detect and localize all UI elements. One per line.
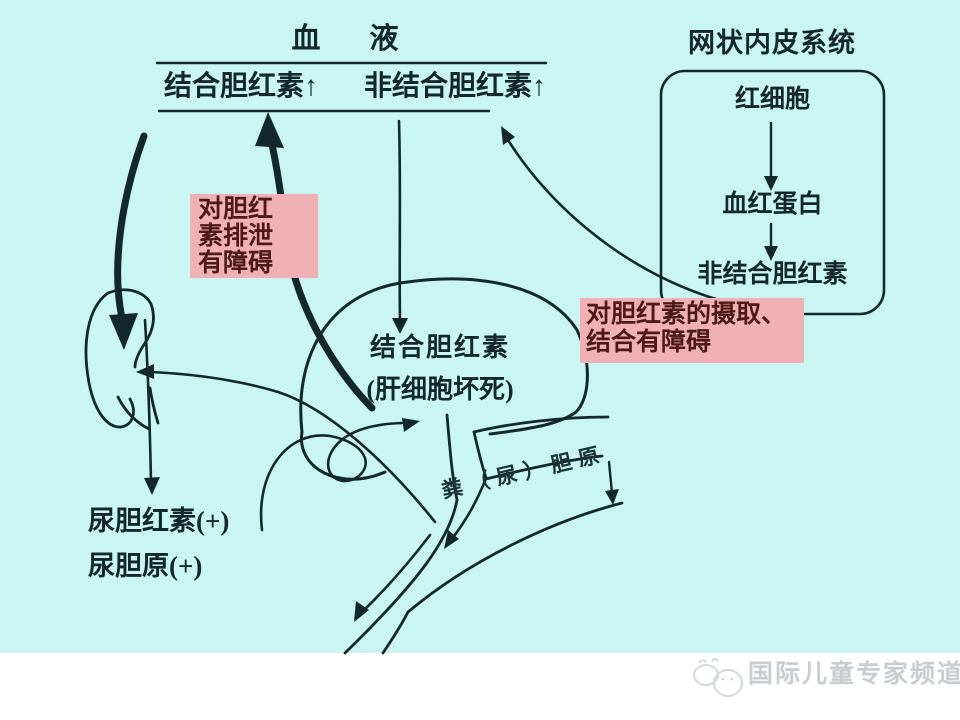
arrow-blood-to-kidney-thick [114,132,148,322]
arrow-urobilinogen-to-kidney [150,370,437,524]
arrowhead-duct-flow-2 [354,601,369,622]
liver-hepatocyte-necrosis-label: (肝细胞坏死) [366,375,514,404]
urine-urobilinogen-label: 尿胆原(+) [88,551,203,581]
urine-bilirubin-label: 尿胆红素(+) [88,506,230,536]
arrowhead-blood-to-liver [392,318,408,334]
res-item-rbc: 红细胞 [734,86,810,113]
res-item-unconjugated-bilirubin: 非结合胆红素 [697,261,848,288]
intestine-inner-wall [484,454,604,481]
arrow-enterohepatic-to-liver [259,421,404,532]
arrowhead-kidney-to-urine [144,477,160,495]
arrow-kidney-to-urine [143,318,153,484]
blood-title: 血 液 [291,23,409,55]
res-system-title: 网状内皮系统 [688,28,856,58]
kidney-ureter-line-2 [148,386,160,425]
uptake-obstacle-line-1: 对胆红素的摄取、 [586,301,787,328]
arrow-duct-flow-2 [360,533,432,614]
watermark-logo-icon [693,658,743,697]
bile-duct-right-wall [472,430,488,480]
excretion-obstacle-line-3: 有障碍 [198,250,274,277]
liver-conjugated-bilirubin-label: 结合胆红素 [369,333,510,362]
descending-duct-outer-wall [343,498,459,655]
arrowhead-enterohepatic-to-liver [402,418,420,432]
arrowhead-rbc-to-hemoglobin [764,176,778,191]
excretion-obstacle-line-2: 素排泄 [198,223,274,250]
watermark-channel-text: 国际儿童专家频道 [748,661,960,688]
arrowhead-duct-flow-1 [444,530,459,549]
conjugated-bilirubin-up-label: 结合胆红素↑ [164,71,319,102]
kidney-outline-left [84,291,135,429]
arrowhead-urobilinogen-to-kidney [136,364,154,379]
blood-levels-row: 结合胆红素↑ 非结合胆红素↑ [164,71,546,103]
arrowhead-hemoglobin-to-unconjugated [764,246,778,261]
excretion-obstacle-line-1: 对胆红 [198,196,274,223]
unconjugated-bilirubin-up-label: 非结合胆红素↑ [363,71,546,102]
arrowhead-liver-to-blood [255,112,284,148]
arrow-blood-to-liver [397,119,402,323]
res-item-hemoglobin: 血红蛋白 [722,191,823,218]
arrow-intestine-flow [607,460,614,495]
arrowhead-blood-to-kidney [109,313,138,350]
bile-duct-left-wall [445,413,459,502]
kidney-outline-right [106,288,155,369]
excretion-obstacle-box: 对胆红 素排泄 有障碍 [190,194,318,278]
arrowhead-intestine-flow [605,489,619,505]
uptake-obstacle-box: 对胆红素的摄取、 结合有障碍 [580,298,804,363]
arrow-duct-flow-1 [449,479,487,542]
arrowhead-unconjugated-to-blood [501,126,515,145]
uptake-obstacle-line-2: 结合有障碍 [586,329,712,356]
intestine-lower-wall [381,501,624,655]
intestine-upper-wall [472,415,610,434]
kidney-ureter-line-1 [116,395,151,431]
